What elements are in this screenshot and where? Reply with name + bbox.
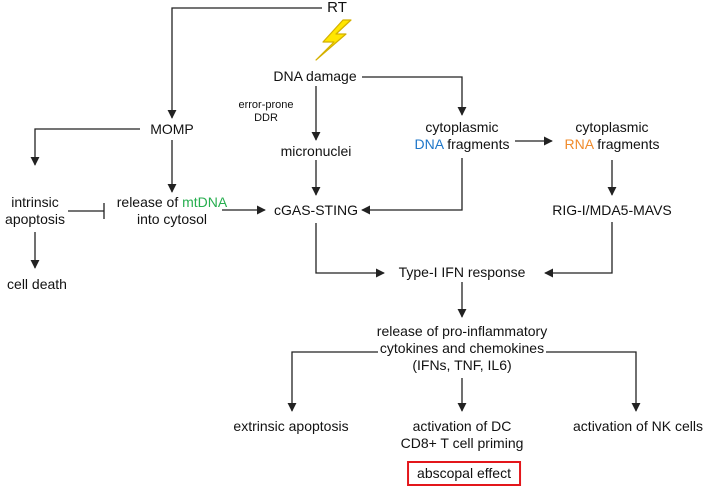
arrow-rt-to-momp <box>167 7 322 119</box>
inhibition-intrinsic-to-mtdna <box>68 203 105 219</box>
node-dc-activation: activation of DC CD8+ T cell priming <box>401 418 524 452</box>
node-extrinsic-apoptosis: extrinsic apoptosis <box>233 418 348 435</box>
node-cell-death: cell death <box>7 276 67 293</box>
node-micronuclei: micronuclei <box>281 143 352 160</box>
node-cytokine-release: release of pro-inflammatory cytokines an… <box>377 323 547 374</box>
cyto-dna-line2: DNA fragments <box>415 136 510 153</box>
dna-highlight: DNA <box>414 136 444 152</box>
node-nk-activation: activation of NK cells <box>573 418 703 435</box>
node-abscopal-effect: abscopal effect <box>407 461 521 486</box>
cyto-dna-rest: fragments <box>443 136 510 152</box>
mtdna-line2: into cytosol <box>136 211 208 227</box>
node-rt: RT <box>327 0 347 16</box>
node-abscopal-label: abscopal effect <box>417 465 511 481</box>
cytokines-line1: release of pro-inflammatory <box>376 323 548 339</box>
node-intrinsic-apoptosis: intrinsic apoptosis <box>5 194 65 228</box>
cyto-rna-rest: fragments <box>593 136 660 152</box>
node-ifn-label: Type-I IFN response <box>398 264 526 280</box>
node-extrinsic-label: extrinsic apoptosis <box>233 418 349 434</box>
mtdna-highlight: mtDNA <box>182 194 228 210</box>
arrow-dna-damage-to-cyto-dna <box>362 76 467 116</box>
node-momp: MOMP <box>150 121 194 138</box>
node-cytoplasmic-dna: cytoplasmic DNA fragments <box>415 119 510 153</box>
node-micronuclei-label: micronuclei <box>280 143 352 159</box>
node-momp-label: MOMP <box>150 121 194 137</box>
node-ddr-note: error-prone DDR <box>238 99 293 125</box>
lightning-bolt-icon <box>315 19 352 61</box>
cyto-dna-line1: cytoplasmic <box>425 119 499 135</box>
ddr-note-line1: error-prone <box>238 99 294 111</box>
cyto-rna-line1: cytoplasmic <box>575 119 649 135</box>
node-cgas-sting: cGAS-STING <box>274 202 358 219</box>
node-nk-label: activation of NK cells <box>573 418 703 434</box>
arrow-cytokines-to-nk <box>546 351 641 412</box>
ddr-note-line2: DDR <box>254 112 278 124</box>
node-rig-i-mda5-mavs: RIG-I/MDA5-MAVS <box>552 202 672 219</box>
arrow-cytokines-to-extrinsic <box>287 351 378 412</box>
arrow-momp-to-intrinsic <box>30 128 140 166</box>
arrow-rig-to-ifn <box>544 222 613 278</box>
node-cell-death-label: cell death <box>7 276 67 292</box>
dc-line1: activation of DC <box>412 418 512 434</box>
arrow-cgas-to-ifn <box>315 223 385 278</box>
node-rig-label: RIG-I/MDA5-MAVS <box>552 202 672 218</box>
node-rt-label: RT <box>327 0 347 16</box>
intrinsic-line2: apoptosis <box>5 211 65 227</box>
arrow-cyto-dna-to-cgas <box>361 158 463 215</box>
mtdna-line1: release of mtDNA <box>117 194 228 211</box>
cytokines-line2: cytokines and chemokines <box>379 340 545 356</box>
mtdna-pre: release of <box>116 194 183 210</box>
node-mtdna-release: release of mtDNA into cytosol <box>117 194 228 228</box>
rna-highlight: RNA <box>564 136 594 152</box>
cyto-rna-line2: RNA fragments <box>565 136 660 153</box>
intrinsic-line1: intrinsic <box>11 194 59 210</box>
node-dna-damage: DNA damage <box>273 68 356 85</box>
node-cgas-sting-label: cGAS-STING <box>273 202 359 218</box>
node-dna-damage-label: DNA damage <box>273 68 357 84</box>
node-cytoplasmic-rna: cytoplasmic RNA fragments <box>565 119 660 153</box>
node-type-i-ifn-response: Type-I IFN response <box>399 264 526 281</box>
cytokines-line3: (IFNs, TNF, IL6) <box>412 357 512 373</box>
dc-line2: CD8+ T cell priming <box>400 435 524 451</box>
